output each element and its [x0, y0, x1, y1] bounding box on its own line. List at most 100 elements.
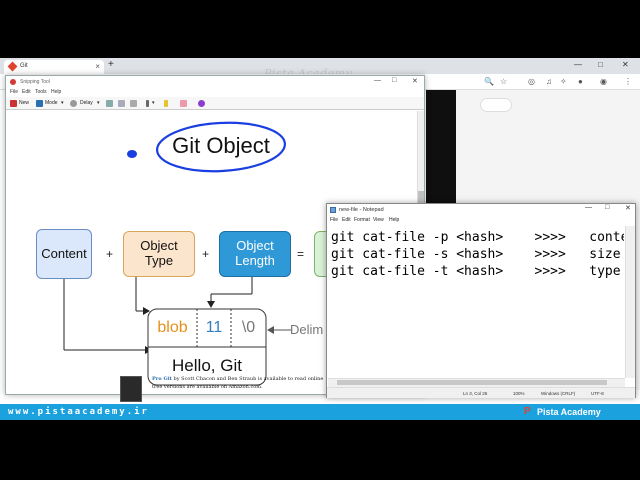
snip-close-button[interactable]: ✕ — [412, 78, 418, 85]
snipping-tool-title: Snipping Tool — [20, 79, 50, 85]
cursor-position: Ln 3, Col 26 — [463, 391, 488, 396]
mode-button[interactable]: Mode — [45, 100, 58, 106]
mode-icon — [36, 100, 43, 107]
pro-git-text: by Scott Chacon and Ben Straub is availa… — [171, 376, 324, 382]
browser-minimize-button[interactable]: — — [574, 60, 582, 69]
avatar-icon[interactable]: ◉ — [600, 77, 607, 86]
notepad-statusbar: Ln 3, Col 26 100% Windows (CRLF) UTF-8 — [327, 387, 635, 398]
notepad-icon — [330, 207, 336, 213]
snipping-tool-titlebar: Snipping Tool — □ ✕ — [6, 76, 424, 88]
pro-git-link[interactable]: Pro Git — [152, 376, 172, 382]
line-ending: Windows (CRLF) — [541, 391, 576, 396]
blob-label: blob — [157, 318, 188, 336]
plus-sign-1: + — [106, 247, 114, 261]
tab-close-icon[interactable]: × — [95, 62, 100, 71]
snip-menu-tools[interactable]: Tools — [35, 89, 47, 95]
academy-footer-banner: www.pistaacademy.ir P Pista Academy — [0, 404, 640, 420]
object-length-line-1: Object — [236, 238, 274, 254]
new-snip-icon — [10, 100, 17, 107]
academy-brand: Pista Academy — [537, 407, 601, 417]
type-arrowhead — [143, 307, 150, 315]
title-circle-annotation — [155, 121, 287, 173]
git-favicon-icon — [7, 61, 18, 72]
size-eleven-label: 11 — [205, 318, 223, 336]
notepad-window: new-file - Notepad — □ ✕ File Edit Forma… — [326, 203, 636, 398]
snip-menu-edit[interactable]: Edit — [22, 89, 31, 95]
notepad-line: git cat-file -p <hash> >>>> conte — [331, 230, 624, 245]
extension-icon[interactable]: ◎ — [528, 77, 535, 86]
notepad-hscroll-thumb[interactable] — [337, 380, 607, 385]
object-length-line-2: Length — [235, 253, 275, 268]
delay-dropdown-icon[interactable]: ▾ — [97, 100, 100, 106]
snip-minimize-button[interactable]: — — [374, 77, 381, 84]
mode-dropdown-icon[interactable]: ▾ — [61, 100, 64, 106]
kebab-menu-icon[interactable]: ⋮ — [624, 77, 632, 86]
pro-git-book-cover[interactable] — [120, 376, 142, 402]
notepad-line: git cat-file -t <hash> >>>> type — [331, 264, 621, 279]
content-box: Content — [36, 229, 92, 279]
pen-dropdown-icon[interactable]: ▾ — [152, 100, 155, 106]
snip-menu-file[interactable]: File — [10, 89, 19, 95]
notepad-text-area[interactable]: git cat-file -p <hash> >>>> conte git ca… — [328, 226, 624, 378]
encoding: UTF-8 — [591, 391, 604, 396]
hello-git-content: Hello, Git — [172, 356, 242, 376]
delimiter-label: Delim — [290, 321, 324, 337]
pista-logo-icon: P — [524, 406, 531, 417]
notepad-menu-format[interactable]: Format — [354, 217, 370, 223]
academy-url: www.pistaacademy.ir — [8, 407, 149, 417]
browser-maximize-button[interactable]: □ — [598, 60, 603, 69]
delay-button[interactable]: Delay — [80, 100, 93, 106]
eraser-icon[interactable] — [180, 100, 187, 107]
snipping-tool-icon — [10, 79, 16, 85]
delimiter-arrowhead — [267, 326, 274, 334]
paint-icon[interactable] — [198, 100, 205, 107]
notepad-menubar: File Edit Format View Help — [327, 216, 635, 225]
notepad-title: new-file - Notepad — [339, 207, 384, 213]
object-type-line-1: Object — [140, 238, 178, 254]
object-type-box: Object Type — [123, 231, 195, 277]
new-snip-button[interactable]: New — [19, 100, 30, 106]
send-icon[interactable] — [130, 100, 137, 107]
snipping-tool-toolbar: New Mode ▾ Delay ▾ ▾ — [6, 97, 424, 110]
notepad-menu-help[interactable]: Help — [389, 217, 400, 223]
notepad-maximize-button[interactable]: □ — [605, 204, 610, 211]
snip-menu-help[interactable]: Help — [51, 89, 62, 95]
object-type-line-2: Type — [144, 253, 174, 268]
notepad-menu-edit[interactable]: Edit — [342, 217, 351, 223]
save-icon[interactable] — [106, 100, 113, 107]
snip-maximize-button[interactable]: □ — [392, 77, 397, 84]
object-length-box: Object Length — [219, 231, 291, 277]
notepad-vertical-scrollbar[interactable] — [625, 226, 635, 378]
new-tab-button[interactable]: + — [108, 59, 114, 70]
diagram-svg — [63, 121, 291, 386]
diagram-title: Git Object — [172, 133, 270, 159]
plus-sign-2: + — [202, 247, 210, 261]
browser-close-button[interactable]: ✕ — [622, 60, 629, 69]
copy-icon[interactable] — [118, 100, 125, 107]
desktop-screen: Git × + — □ ✕ Pista Academy 🔍 ☆ ◎ ♫ ✧ ● … — [0, 58, 640, 420]
browser-tab-git[interactable]: Git × — [4, 60, 104, 74]
zoom-icon[interactable]: 🔍 — [484, 77, 494, 86]
pen-icon[interactable] — [146, 100, 149, 107]
delay-icon — [70, 100, 77, 107]
null-char-label: \0 — [241, 318, 256, 336]
notepad-titlebar: new-file - Notepad — □ ✕ — [327, 204, 635, 216]
browser-tab-title: Git — [20, 63, 28, 69]
notepad-menu-file[interactable]: File — [330, 217, 339, 223]
music-icon[interactable]: ♫ — [546, 77, 552, 86]
notepad-minimize-button[interactable]: — — [585, 204, 592, 211]
pro-git-note: Pro Git by Scott Chacon and Ben Straub i… — [152, 376, 362, 416]
highlighter-icon[interactable] — [164, 100, 168, 107]
pro-git-text-2: tree versions are available on Amazon.co… — [152, 383, 263, 390]
notepad-menu-view[interactable]: View — [373, 217, 384, 223]
background-page-button[interactable] — [480, 98, 512, 112]
profile-icon[interactable]: ● — [578, 77, 583, 86]
blue-dot-annotation — [127, 150, 137, 158]
star-icon[interactable]: ☆ — [500, 77, 508, 86]
browser-tab-bar: Git × + — □ ✕ Pista Academy — [0, 58, 640, 80]
length-arrowhead — [207, 301, 215, 308]
notepad-close-button[interactable]: ✕ — [625, 205, 631, 212]
puzzle-icon[interactable]: ✧ — [560, 77, 567, 86]
equals-sign: = — [297, 247, 305, 261]
